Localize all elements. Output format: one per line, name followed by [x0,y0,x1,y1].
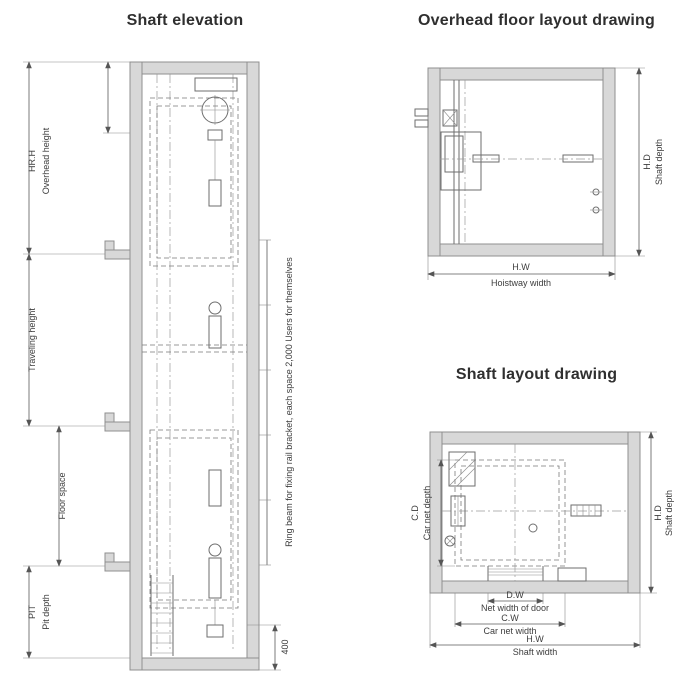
label-400: 400 [280,639,290,654]
pit-ladder [150,575,174,656]
label-dw: D.W [506,590,524,600]
car-outline [442,444,628,581]
machine-equipment [414,80,603,244]
dimension-lines-left [23,61,130,659]
traction-machine [194,77,238,141]
dimension-lines [429,431,657,648]
label-hoistway-width: Hoistway width [491,278,551,288]
door-opening [487,566,544,581]
label-pit-depth: Pit depth [41,594,51,630]
elevator-car-lower [149,429,239,638]
label-floor-space: Floor space [57,472,67,519]
shaft-layout-drawing: C.D Car net depth H.D Shaft depth D.W Ne… [410,431,674,657]
label-pit: PIT [27,605,37,620]
label-cw: C.W [501,613,519,623]
label-car-net-depth: Car net depth [422,486,432,541]
shaft-walls [104,61,260,671]
label-hd: H.D [642,154,652,170]
shaft-elevation-drawing: HR.H Overhead height Traveling height Fl… [23,61,294,671]
hoistway-walls [427,67,616,257]
elevator-car-upper [149,97,239,267]
label-shaft-width: Shaft width [513,647,558,657]
label-hrh: HR.H [27,150,37,172]
label-hw: H.W [512,262,530,272]
label-shaft-depth: Shaft depth [664,490,674,536]
shaft-layout-title: Shaft layout drawing [455,366,618,383]
label-overhead-height: Overhead height [41,127,51,194]
label-car-net-width: Car net width [483,626,536,636]
dimension-lines [427,67,645,280]
label-hd: H.D [653,505,663,521]
counterweight-mid [208,301,222,349]
label-cd: C.D [410,505,420,521]
label-ring-beam-note: Ring beam for fixing rail bracket, each … [284,257,294,547]
overhead-floor-layout-title: Overhead floor layout drawing [418,12,655,29]
dimension-lines-right [247,239,281,671]
shaft-elevation-title: Shaft elevation [126,12,244,29]
label-shaft-depth: Shaft depth [654,139,664,185]
label-traveling-height: Traveling height [27,308,37,372]
machine-equipment [444,451,602,547]
overhead-floor-layout-drawing: H.D Shaft depth H.W Hoistway width [414,67,664,288]
label-net-width-of-door: Net width of door [481,603,549,613]
label-hw: H.W [526,634,544,644]
